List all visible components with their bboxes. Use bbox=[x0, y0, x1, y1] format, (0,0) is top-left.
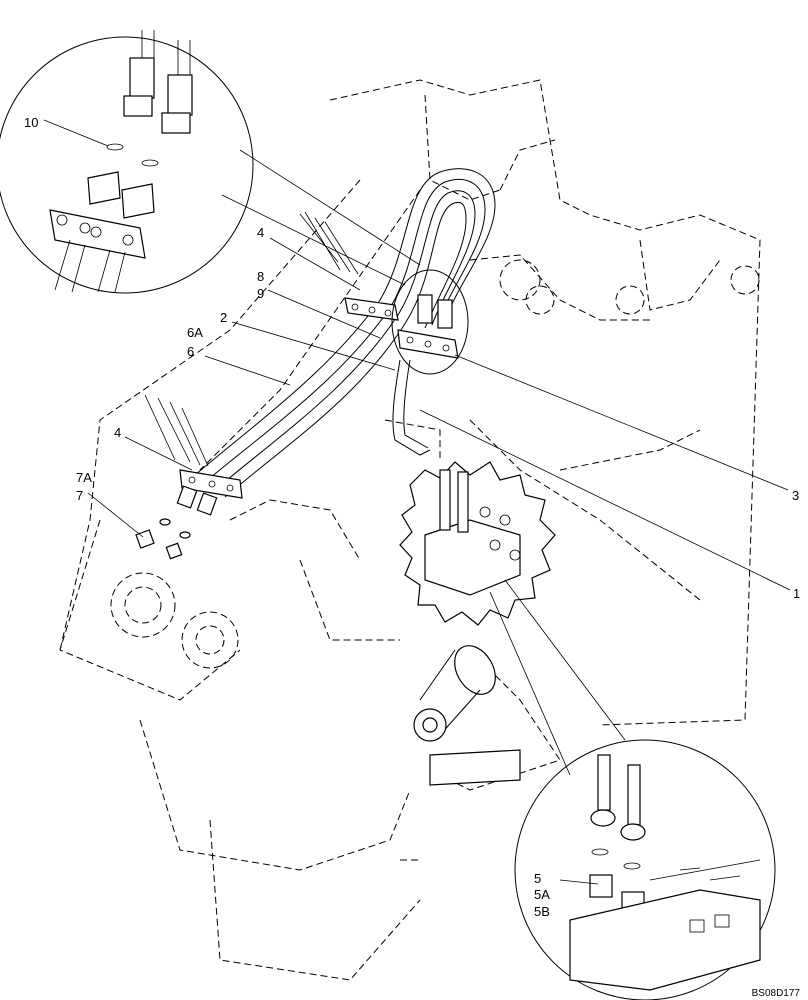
callout-10: 10 bbox=[24, 115, 38, 130]
callout-7A: 7A bbox=[76, 470, 92, 485]
callout-6A: 6A bbox=[187, 325, 203, 340]
lift-cylinder bbox=[413, 645, 521, 786]
hose-clamp-upper bbox=[344, 297, 399, 321]
detail-leader-lines bbox=[221, 149, 626, 776]
loader-frame-outline bbox=[59, 79, 761, 981]
callout-5B: 5B bbox=[534, 904, 550, 919]
callout-1: 1 bbox=[793, 586, 800, 601]
callout-7: 7 bbox=[76, 488, 83, 503]
bolts-upper bbox=[144, 211, 359, 467]
fittings-7 bbox=[135, 518, 191, 560]
callout-8: 8 bbox=[257, 269, 264, 284]
callout-4-left: 4 bbox=[114, 425, 121, 440]
drawing-code: BS08D177 bbox=[752, 988, 801, 999]
detail-view-top-left bbox=[0, 30, 254, 294]
hose-loop bbox=[194, 168, 496, 498]
detail-view-bottom-right bbox=[514, 739, 776, 1000]
callout-leaders bbox=[87, 237, 791, 591]
callout-9: 9 bbox=[257, 286, 264, 301]
callout-6: 6 bbox=[187, 344, 194, 359]
callout-4-top: 4 bbox=[257, 225, 264, 240]
callout-5: 5 bbox=[534, 871, 541, 886]
callout-2: 2 bbox=[220, 310, 227, 325]
hose-clamp-left bbox=[176, 469, 243, 516]
callout-3: 3 bbox=[792, 488, 799, 503]
control-valve bbox=[399, 461, 556, 626]
detail-callout-circle-hoses bbox=[391, 269, 469, 375]
callout-labels: 10 4 8 9 2 6A 6 4 7A 7 3 1 5 5A 5B BS08D… bbox=[24, 115, 800, 999]
hose-clamp-right bbox=[397, 294, 459, 359]
callout-5A: 5A bbox=[534, 887, 550, 902]
